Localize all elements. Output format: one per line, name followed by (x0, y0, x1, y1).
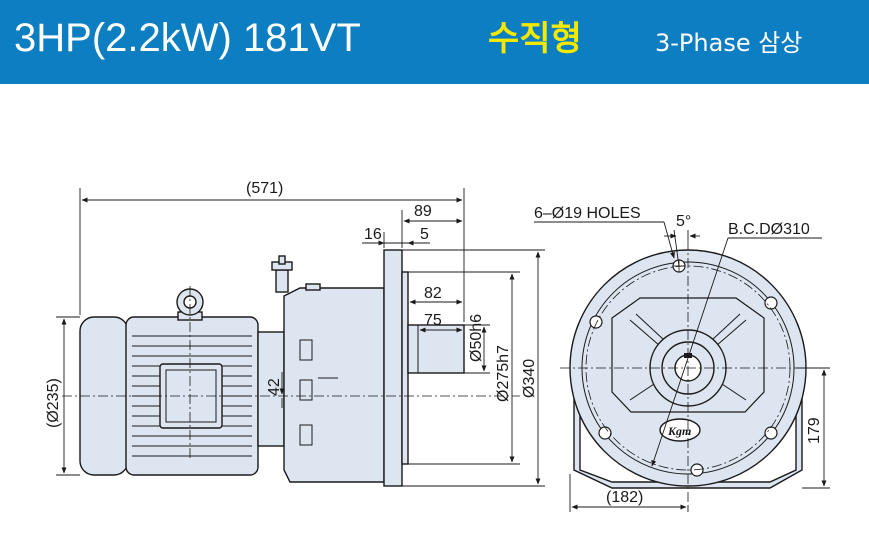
side-centerline (62, 286, 520, 460)
breather-plug (271, 255, 293, 293)
front-dimension-labels: 6–Ø19 HOLES 5° B.C.DØ310 179 (182) (534, 205, 823, 506)
model-title: 3HP(2.2kW) 181VT (14, 16, 361, 60)
side-dimension-labels: (571) 89 16 5 82 75 Ø50h6 Ø275h7 Ø340 (Ø… (45, 180, 538, 428)
dim-pilot-dia: Ø275h7 (495, 345, 512, 402)
dim-16: 16 (364, 226, 382, 243)
mount-type-label: 수직형 (488, 19, 582, 59)
bolt-hole-lower-left (598, 426, 612, 440)
dim-75: 75 (424, 312, 442, 329)
motor-fins (132, 335, 252, 457)
rib-lines (629, 313, 747, 401)
output-shaft (407, 324, 465, 374)
header-bar: 3HP(2.2kW) 181VT 수직형 3-Phase 삼상 (0, 0, 869, 84)
front-dimensions (534, 221, 830, 512)
dim-5: 5 (420, 226, 429, 243)
dim-angle: 5° (676, 213, 691, 230)
dim-height: 179 (806, 417, 823, 444)
phase-label: 3-Phase 삼상 (655, 29, 803, 57)
dim-motor-dia: (Ø235) (45, 378, 62, 428)
brand-logo-plate (659, 418, 701, 442)
dimension-drawing: (571) 89 16 5 82 75 Ø50h6 Ø275h7 Ø340 (Ø… (45, 180, 830, 512)
bolt-hole-lower-right (764, 426, 778, 440)
dim-flange-dia: Ø340 (521, 359, 538, 398)
dim-42: 42 (266, 378, 283, 396)
flange-pilot (401, 271, 409, 465)
dim-89: 89 (414, 203, 432, 220)
bolt-hole-upper-left (589, 315, 603, 329)
dim-width: (182) (606, 489, 643, 506)
dim-overall-length: (571) (246, 180, 283, 197)
dim-holes: 6–Ø19 HOLES (534, 205, 641, 222)
bolt-hole-upper-right (764, 296, 778, 310)
side-dimensions (56, 188, 545, 487)
dim-bcd: B.C.DØ310 (728, 221, 810, 238)
reducer-housing (283, 287, 385, 483)
reducer-ribs (299, 339, 338, 446)
output-flange (383, 249, 403, 487)
dim-82: 82 (424, 285, 442, 302)
dim-shaft-dia: Ø50h6 (468, 314, 485, 362)
front-centerlines (560, 240, 818, 505)
brand-logo: Kgm (667, 424, 691, 438)
side-view (79, 249, 465, 487)
